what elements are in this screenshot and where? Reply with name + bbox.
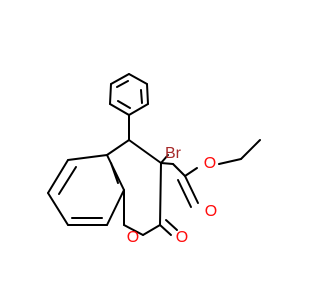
bond bbox=[146, 83, 149, 105]
bond bbox=[109, 103, 130, 116]
bond bbox=[172, 163, 186, 177]
bond bbox=[47, 159, 69, 194]
bromine-atom-label: Br bbox=[165, 145, 182, 162]
ethyl-ester-group bbox=[160, 139, 261, 208]
lactone-carbonyl-oxygen-label: O bbox=[176, 229, 188, 246]
phenyl-ring bbox=[109, 73, 149, 116]
bond bbox=[142, 224, 161, 236]
bond bbox=[67, 154, 108, 161]
bond bbox=[128, 73, 148, 85]
bond bbox=[117, 100, 131, 109]
ring-oxygen-label: O bbox=[127, 229, 139, 246]
bond bbox=[106, 189, 125, 226]
bond bbox=[110, 73, 130, 85]
ester-oxygen-label: O bbox=[204, 155, 216, 172]
bond bbox=[110, 162, 119, 184]
bond bbox=[109, 83, 112, 105]
bond bbox=[240, 139, 261, 160]
bond bbox=[160, 162, 174, 165]
bond bbox=[165, 219, 178, 231]
chromanone-core bbox=[47, 114, 178, 236]
bond bbox=[128, 139, 162, 164]
bond bbox=[184, 175, 199, 204]
ester-carbonyl-oxygen-label: O bbox=[205, 203, 217, 220]
molecule-canvas: Br O O O O bbox=[47, 73, 261, 246]
bond bbox=[184, 167, 198, 177]
bond bbox=[106, 139, 130, 156]
bond bbox=[159, 162, 162, 226]
bond bbox=[160, 154, 169, 164]
bond bbox=[140, 89, 143, 104]
bond bbox=[58, 166, 77, 195]
bond bbox=[159, 224, 172, 236]
bond bbox=[218, 158, 242, 165]
molecule-structure: Br O O O O bbox=[47, 73, 261, 246]
bond bbox=[123, 224, 144, 236]
bond bbox=[128, 103, 149, 116]
bond bbox=[106, 154, 125, 191]
bond bbox=[177, 179, 192, 208]
bond bbox=[47, 192, 69, 226]
bond bbox=[116, 80, 129, 88]
